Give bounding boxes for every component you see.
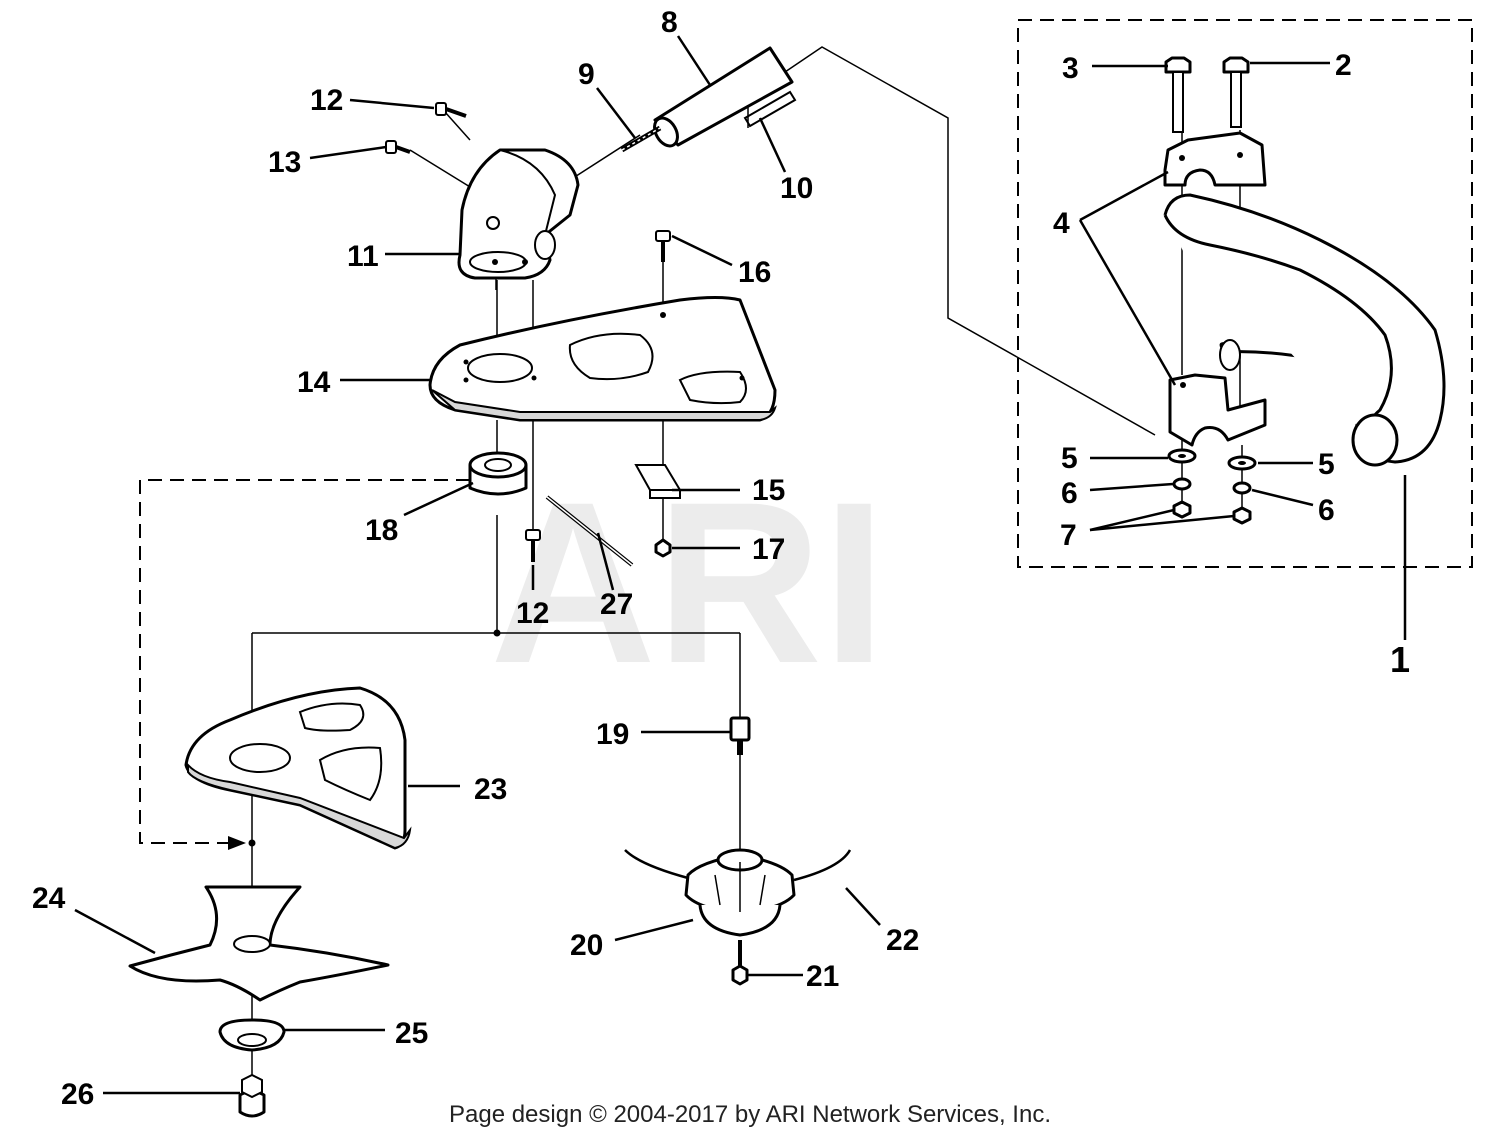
- callout-21: 21: [806, 960, 839, 993]
- arrow-head: [228, 836, 246, 850]
- callout-15: 15: [752, 474, 785, 507]
- callout-22: 22: [886, 924, 919, 957]
- callout-16: 16: [738, 256, 771, 289]
- bearing-18: [468, 451, 528, 496]
- handle-clamp-upper-4: [1163, 131, 1267, 187]
- callout-27: 27: [600, 588, 633, 621]
- bracket-15: [634, 464, 682, 499]
- junction-dot-blade: [248, 839, 256, 847]
- callout-19: 19: [596, 718, 629, 751]
- bolt-3: [1164, 56, 1192, 133]
- washer-25: [218, 1018, 286, 1052]
- align-line-12top: [444, 111, 471, 141]
- shaft-tube: [653, 46, 794, 148]
- screw-12-bottom: [525, 529, 541, 562]
- callout-10: 10: [780, 172, 813, 205]
- nut-26: [238, 1073, 266, 1118]
- callout-11: 11: [347, 240, 379, 273]
- callout-12-bottom: 12: [516, 597, 549, 630]
- bearing-to-blade-dashed-line: [139, 479, 470, 844]
- callout-13: 13: [268, 146, 301, 179]
- shaft-to-handle-line: [784, 46, 1156, 436]
- trimmer-head-20: [684, 848, 796, 937]
- rod-27: [545, 495, 634, 567]
- callout-24: 24: [32, 882, 66, 915]
- blade-24: [128, 885, 390, 1002]
- callout-3: 3: [1062, 52, 1079, 85]
- align-line-9: [569, 134, 641, 181]
- adapter-19: [729, 716, 751, 755]
- gear-head-11: [457, 148, 580, 290]
- shaft-liner-10: [743, 90, 797, 128]
- nut-7-left: [1172, 500, 1192, 519]
- callout-8: 8: [661, 6, 678, 39]
- lockwasher-6-left: [1172, 477, 1192, 491]
- lockwasher-6-right: [1232, 481, 1252, 495]
- callout-20: 20: [570, 929, 603, 962]
- callout-12-top: 12: [310, 84, 343, 117]
- callout-14: 14: [297, 366, 331, 399]
- nut-17: [654, 538, 672, 558]
- guard-plate-14: [428, 296, 777, 422]
- footer-copyright: Page design © 2004-2017 by ARI Network S…: [449, 1101, 1051, 1128]
- callout-5-left: 5: [1061, 442, 1078, 475]
- callout-23: 23: [474, 773, 507, 806]
- screw-16: [655, 230, 671, 262]
- screw-13: [385, 140, 411, 154]
- callout-6-right: 6: [1318, 494, 1335, 527]
- nut-7-right: [1232, 506, 1252, 525]
- screw-12-top: [435, 102, 467, 118]
- callout-2: 2: [1335, 49, 1352, 82]
- callout-5-right: 5: [1318, 448, 1335, 481]
- bolt-2: [1222, 56, 1250, 128]
- callout-26: 26: [61, 1078, 94, 1111]
- callout-9: 9: [578, 58, 595, 91]
- drive-shaft-splined: [620, 125, 662, 153]
- callout-6-left: 6: [1061, 477, 1078, 510]
- callout-7: 7: [1060, 519, 1077, 552]
- align-line-13: [409, 149, 476, 191]
- washer-5-left: [1167, 448, 1197, 464]
- trimmer-line-22: [624, 849, 852, 882]
- blade-guard-23: [184, 686, 412, 850]
- callout-4: 4: [1053, 207, 1070, 240]
- watermark: ARI: [490, 454, 886, 711]
- callout-17: 17: [752, 533, 785, 566]
- callout-1: 1: [1390, 639, 1410, 680]
- leader-lines: [74, 35, 1407, 1095]
- handle-bar-1: [1163, 193, 1446, 467]
- bolt-21: [731, 940, 749, 986]
- handle-clamp-lower-4: [1168, 373, 1267, 447]
- washer-5-right: [1227, 455, 1257, 471]
- handle-kit-box: [1017, 19, 1473, 568]
- callout-18: 18: [365, 514, 398, 547]
- callout-25: 25: [395, 1017, 428, 1050]
- junction-dot: [493, 629, 501, 637]
